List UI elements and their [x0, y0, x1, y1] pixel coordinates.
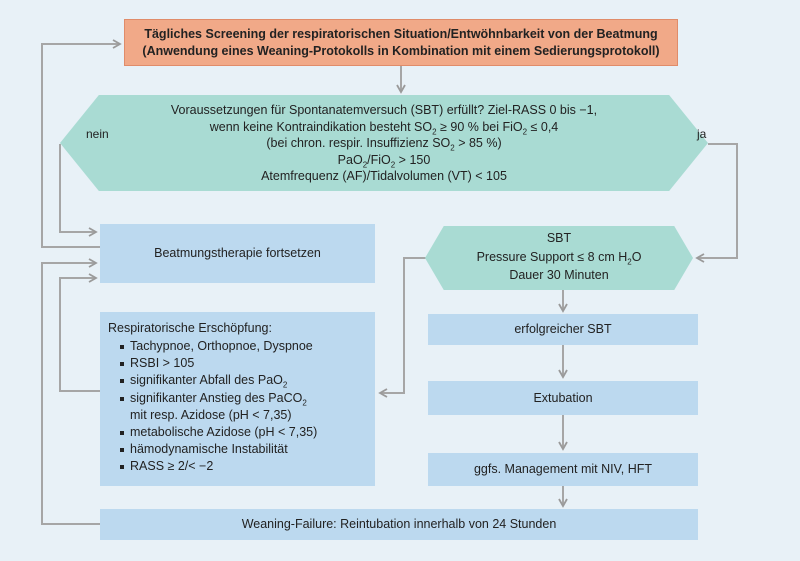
sbt-hexagon: [425, 226, 693, 290]
sbt-line-1: SBT: [546, 231, 572, 245]
exhaustion-item-7: RASS ≥ 2/< −2: [120, 458, 317, 475]
sbt-line-2: Pressure Support ≤ 8 cm H2O: [476, 249, 642, 266]
arrow-exhaustion-to-continue: [59, 273, 100, 392]
decision-line-2: wenn keine Kontraindikation besteht SO2 …: [209, 119, 559, 136]
continue-ventilation-box: Beatmungstherapie fortsetzen: [100, 224, 375, 283]
decision-line-3: (bei chron. respir. Insuffizienz SO2 > 8…: [266, 136, 502, 153]
decision-line-4: PaO2/FiO2 > 150: [337, 152, 431, 169]
sbt-text: SBT Pressure Support ≤ 8 cm H2O Dauer 30…: [445, 229, 673, 285]
arrow-sbt-to-exhaustion: [378, 257, 427, 398]
exhaustion-item-3: signifikanter Abfall des PaO2: [120, 372, 317, 389]
decision-line-1: Voraussetzungen für Spontanatemversuch (…: [170, 103, 598, 117]
label-yes: ja: [697, 127, 707, 141]
screening-line-2: (Anwendung eines Weaning-Protokolls in K…: [142, 43, 660, 58]
weaning-failure-box: Weaning-Failure: Reintubation innerhalb …: [100, 509, 698, 540]
exhaustion-item-2: RSBI > 105: [120, 355, 317, 372]
decision-line-5: Atemfrequenz (AF)/Tidalvolumen (VT) < 10…: [261, 169, 507, 183]
exhaustion-item-1: Tachypnoe, Orthopnoe, Dyspnoe: [120, 338, 317, 355]
exhaustion-title: Respiratorische Erschöpfung:: [108, 321, 272, 335]
label-no: nein: [86, 127, 109, 141]
exhaustion-list: Tachypnoe, Orthopnoe, Dyspnoe RSBI > 105…: [108, 338, 317, 476]
screening-line-1: Tägliches Screening der respiratorischen…: [144, 26, 658, 41]
respiratory-exhaustion-box: Respiratorische Erschöpfung: Tachypnoe, …: [100, 312, 375, 486]
decision-hexagon: [60, 95, 708, 191]
screening-box: Tägliches Screening der respiratorischen…: [124, 19, 678, 66]
arrow-yes-to-sbt: [695, 143, 738, 263]
extubation-box: Extubation: [428, 381, 698, 415]
successful-sbt-box: erfolgreicher SBT: [428, 314, 698, 345]
sbt-line-3: Dauer 30 Minuten: [509, 268, 609, 282]
exhaustion-item-6: hämodynamische Instabilität: [120, 441, 317, 458]
exhaustion-item-5: metabolische Azidose (pH < 7,35): [120, 424, 317, 441]
niv-management-box: ggfs. Management mit NIV, HFT: [428, 453, 698, 486]
arrow-loop-to-screening: [41, 39, 122, 248]
arrow-no-to-continue: [59, 144, 98, 237]
arrow-failure-to-continue: [41, 258, 100, 525]
decision-text: Voraussetzungen für Spontanatemversuch (…: [120, 102, 648, 185]
